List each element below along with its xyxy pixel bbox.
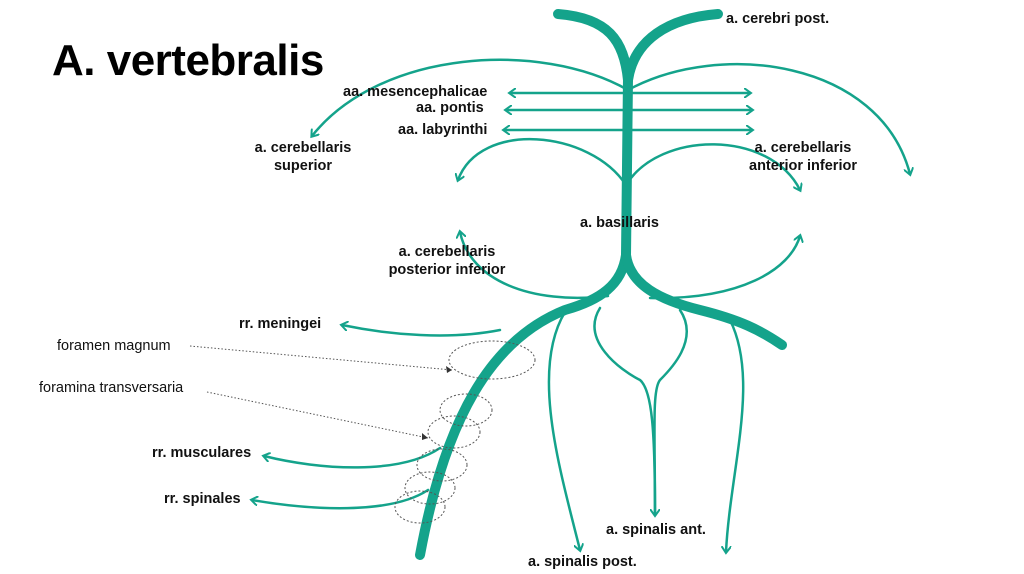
spinalis-ant-left [593,306,655,515]
spinalis-post-left [547,310,580,550]
label-cerebellaris-ant-inf-line2: anterior inferior [749,158,857,174]
spinales-arrow [252,488,430,510]
foramen-magnum-ellipse [448,340,536,380]
foramen-transversarium-3 [416,448,468,482]
label-spinalis-post: a. spinalis post. [528,554,637,570]
label-spinalis-ant: a. spinalis ant. [606,522,706,538]
label-musculares: rr. musculares [152,445,252,461]
label-foramina-transversaria: foramina transversaria [39,380,184,396]
ant-inf-cerebellar-left-arc [458,138,628,187]
label-cerebellaris-superior: a. cerebellaris superior [238,139,368,175]
spinalis-post-right [726,318,745,552]
label-cerebellaris-post-inf: a. cerebellaris posterior inferior [378,243,516,279]
page-title: A. vertebralis [52,36,324,85]
label-spinales: rr. spinales [164,491,241,507]
foramen-magnum-leader [189,345,453,371]
vertebral-artery-left [415,250,631,560]
label-pontis: aa. pontis [416,100,484,116]
cerebri-post-right-vessel [623,9,723,85]
label-cerebellaris-ant-inf-line1: a. cerebellaris [754,140,852,156]
meningei-arrow [342,325,502,337]
post-inf-cerebellar-left-arc [460,232,610,300]
label-cerebellaris-superior-line1: a. cerebellaris [254,140,352,156]
label-labyrinthi: aa. labyrinthi [398,122,488,138]
foramen-transversarium-4 [404,471,456,505]
spinalis-ant-right [653,308,688,517]
foramina-transversaria-leader [206,391,429,439]
foramen-transversarium-5 [394,490,446,524]
foramen-transversarium-1 [439,393,493,427]
label-cerebellaris-post-inf-line2: posterior inferior [388,262,506,278]
label-foramen-magnum: foramen magnum [57,338,171,354]
vertebral-artery-right [621,250,787,350]
cerebri-post-left-vessel [553,9,633,85]
foramen-magnum-leader-tip [446,366,452,373]
superior-cerebellar-left-arc [312,58,630,136]
foramina-transversaria-leader-tip [422,433,428,440]
foramen-transversarium-2 [427,415,481,449]
superior-cerebellar-right-arc [626,63,910,174]
label-cerebellaris-superior-line2: superior [273,158,332,174]
label-mesencephalicae: aa. mesencephalicae [343,84,488,100]
label-meningei: rr. meningei [239,316,322,332]
label-cerebellaris-ant-inf: a. cerebellaris anterior inferior [738,139,868,175]
musculares-arrow [264,446,442,469]
post-inf-cerebellar-right-arc [648,236,800,300]
label-basillaris: a. basillaris [580,215,659,231]
label-cerebellaris-post-inf-line1: a. cerebellaris [398,244,496,260]
ant-inf-cerebellar-right-arc [624,143,800,190]
label-cerebri-post: a. cerebri post. [726,11,830,27]
